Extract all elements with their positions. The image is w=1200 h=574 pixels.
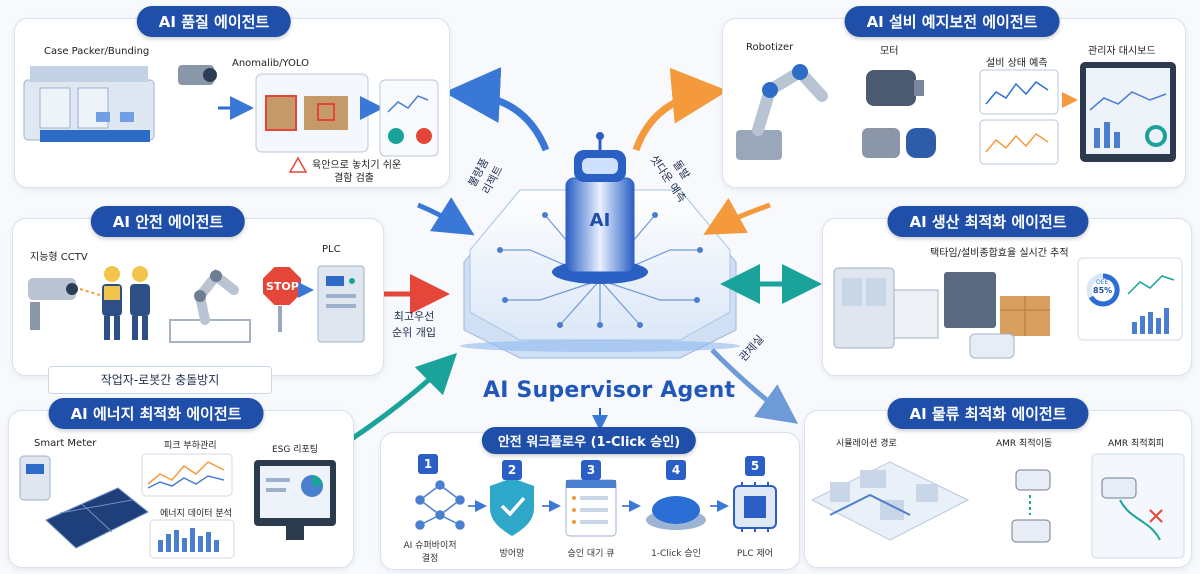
cctv-icon [28, 278, 78, 330]
step-5-number: 5 [745, 456, 765, 476]
supervisor-title: AI Supervisor Agent [483, 378, 736, 403]
energy-agent-title: AI 에너지 최적화 에이전트 [48, 398, 264, 429]
energy-analysis-chart-icon [149, 519, 235, 559]
safety-agent-title: AI 안전 에이전트 [90, 206, 246, 237]
peak-label: 피크 부하관리 [164, 441, 217, 451]
sim-route-label: 시뮬레이션 경로 [836, 439, 897, 449]
production-agent-title: AI 생산 최적화 에이전트 [887, 206, 1089, 237]
maintenance-agent-title: AI 설비 예지보전 에이전트 [844, 6, 1060, 37]
workflow-title: 안전 워크플로우 (1-Click 승인) [481, 427, 697, 454]
oee-caption: OEE [1096, 279, 1109, 286]
step-1-number: 1 [418, 454, 438, 474]
step-2-label: 방어망 [499, 549, 525, 559]
analysis-label: 에너지 데이터 분석 [160, 509, 232, 519]
shield-icon [490, 478, 534, 536]
dashboard-label: 관리자 대시보드 [1088, 46, 1156, 57]
amr-move-label: AMR 최적이동 [996, 439, 1053, 449]
alert-icon [416, 128, 432, 144]
safety-robot-icon [169, 269, 251, 343]
step-2-number: 2 [502, 460, 522, 480]
esg-monitor-icon [254, 460, 336, 540]
arrow-from-maintenance [703, 197, 771, 235]
admin-dashboard-icon [1080, 62, 1176, 162]
arrow-from-quality [417, 197, 475, 236]
step-4-number: 4 [666, 460, 686, 480]
collision-label: 작업자-로봇간 충돌방지 [48, 366, 272, 394]
smart-meter-label: Smart Meter [34, 438, 97, 449]
supervisor-platform [460, 132, 740, 359]
arrow-energy-link [348, 352, 458, 443]
quality-agent-title: AI 품질 에이전트 [136, 6, 292, 37]
plc-chip-icon [733, 482, 777, 532]
case-packer-label: Case Packer/Bunding [44, 46, 150, 57]
cctv-label: 지능형 CCTV [30, 252, 88, 263]
detect-label-line1: 육안으로 놓치기 쉬운 [312, 160, 402, 171]
plc-label: PLC [322, 244, 341, 255]
arrow-logistics-link [710, 348, 799, 424]
tower-label: AI [589, 210, 611, 231]
arrow-to-maintenance [632, 67, 728, 152]
smart-meter-icon [19, 455, 51, 501]
step-4-label: 1-Click 승인 [651, 549, 701, 559]
amr-avoid-map-icon [1091, 453, 1185, 559]
warning-icon [288, 156, 308, 173]
amr-vehicle-icon [1011, 469, 1051, 543]
decision-network-icon [415, 480, 465, 530]
motor-icon [862, 70, 936, 158]
tracking-label: 택타임/설비종합효율 실시간 추적 [930, 248, 1069, 259]
detect-label-line2: 결함 검출 [334, 173, 374, 184]
production-line-icon [833, 267, 1050, 359]
camera-icon [178, 65, 217, 85]
logistics-agent-title: AI 물류 최적화 에이전트 [887, 398, 1089, 429]
step-3-number: 3 [581, 460, 601, 480]
result-card [379, 79, 439, 157]
workers-icon [102, 266, 150, 340]
esg-label: ESG 리포팅 [272, 445, 319, 455]
approval-queue-icon [565, 479, 617, 537]
stop-sign-text: STOP [266, 280, 299, 293]
peak-load-chart-icon [141, 453, 233, 497]
motor-label: 모터 [880, 46, 899, 57]
oee-dashboard-icon [1077, 257, 1183, 341]
solar-panel-icon [45, 487, 149, 549]
robot-arm-icon [736, 64, 828, 160]
anomalib-label: Anomalib/YOLO [232, 58, 309, 69]
amr-avoid-label: AMR 최적회피 [1108, 439, 1165, 449]
arrow-to-quality [444, 67, 550, 152]
factory-floor-map-icon [810, 461, 970, 541]
predict-label: 설비 상태 예측 [986, 58, 1048, 69]
step-1-label: AI 슈퍼바이저 결정 [403, 541, 457, 564]
step-3-label: 승인 대기 큐 [567, 549, 615, 559]
approve-button-icon [646, 496, 706, 530]
oee-value: 85% [1093, 286, 1113, 295]
plc-cabinet-icon [317, 265, 365, 343]
case-packer-machine-icon [23, 66, 155, 142]
connector-priority: 최고우선 순위 개입 [392, 310, 436, 339]
check-icon [388, 128, 404, 144]
prediction-chart-icon [979, 69, 1059, 165]
robotizer-label: Robotizer [746, 42, 794, 53]
step-5-label: PLC 제어 [736, 549, 774, 559]
